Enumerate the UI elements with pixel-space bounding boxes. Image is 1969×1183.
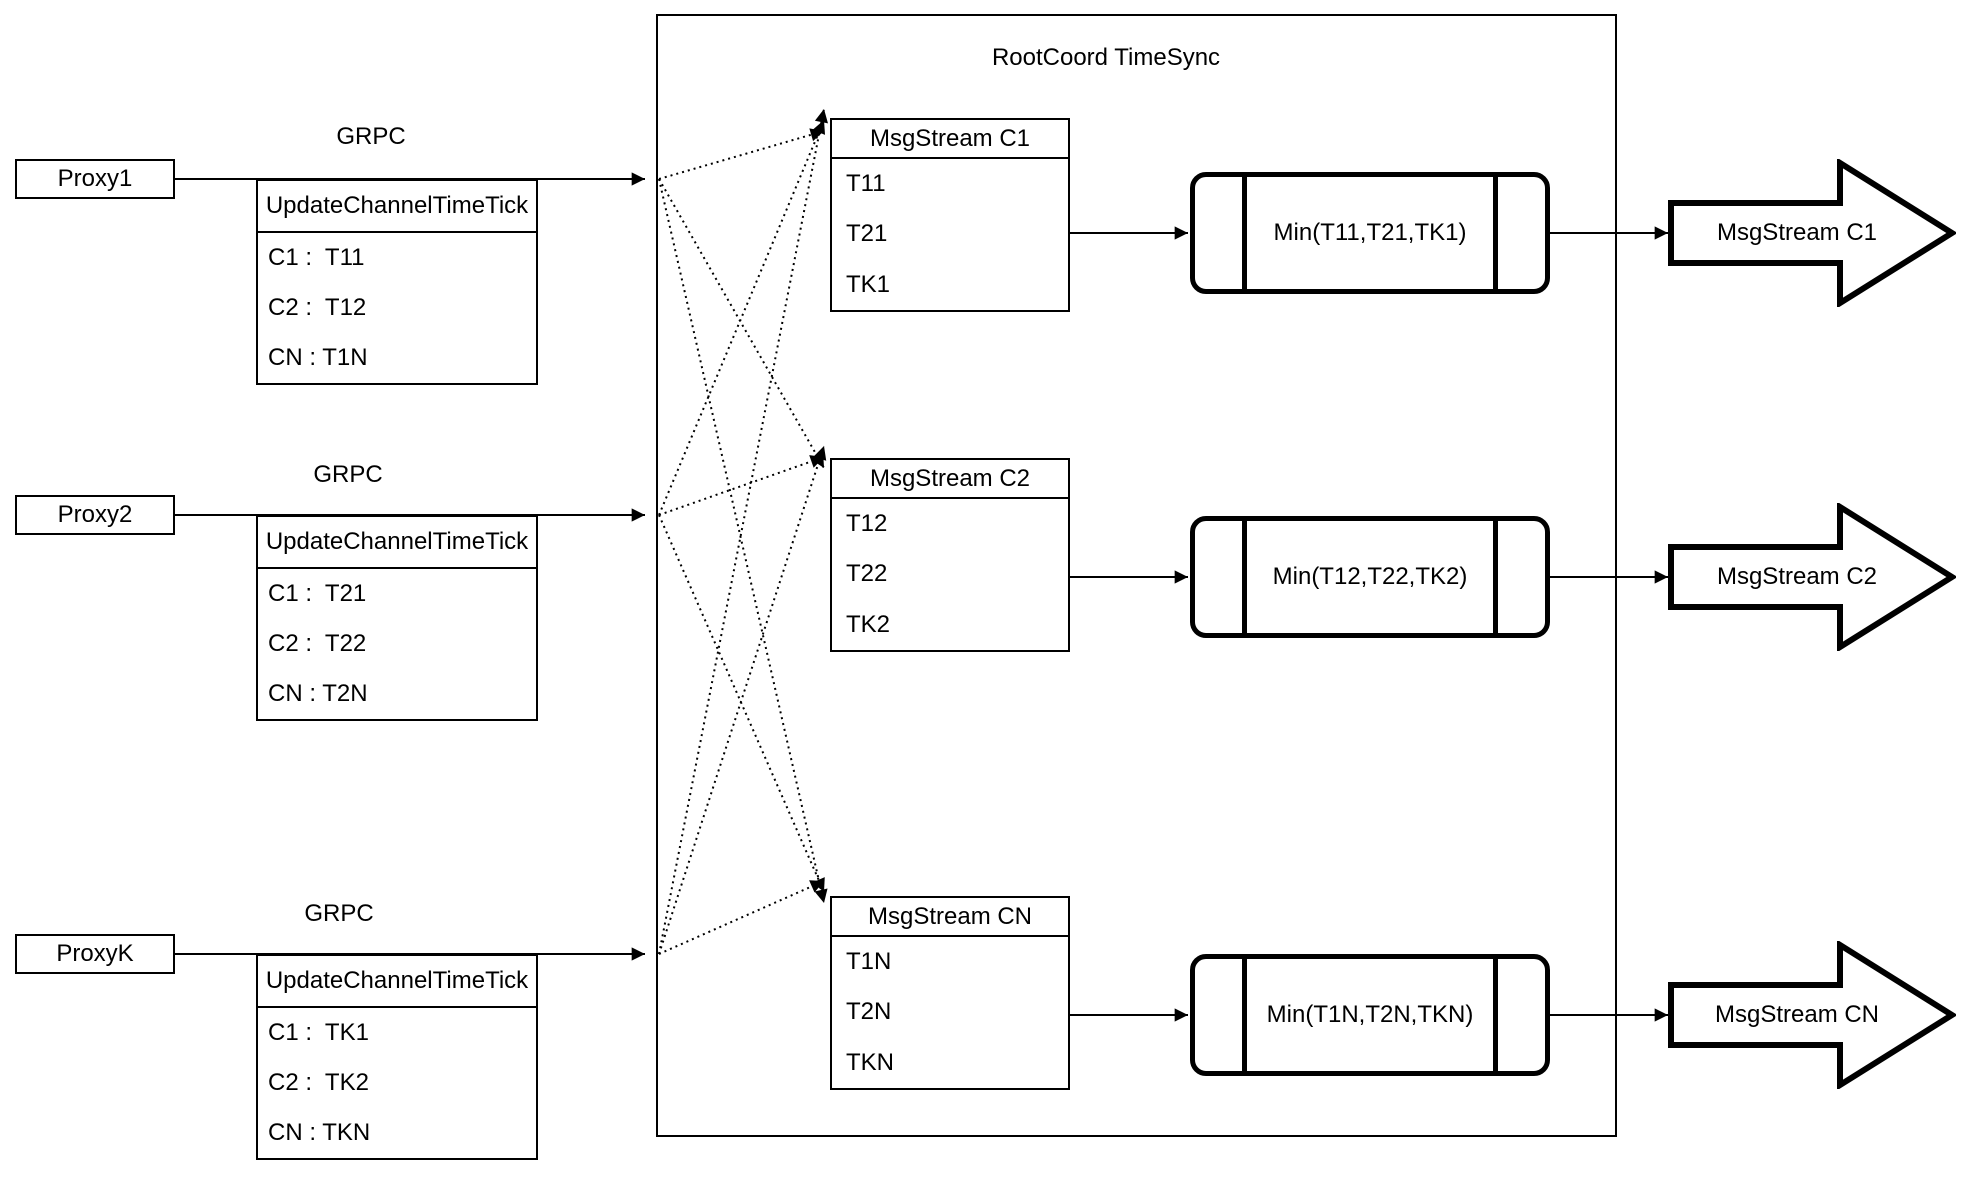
timetick-row: C2 : T12 (268, 294, 367, 321)
min-process-box-2: Min(T12,T22,TK2) (1190, 516, 1550, 638)
output-arrow-label: MsgStream C1 (1716, 219, 1878, 246)
grpc-label-1: GRPC (301, 124, 441, 150)
output-arrow-n: MsgStream CN (1668, 941, 1956, 1089)
min-process-box-n: Min(T1N,T2N,TKN) (1190, 954, 1550, 1076)
timestamp-row: T1N (846, 948, 892, 976)
timetick-table-header: UpdateChannelTimeTick (258, 956, 536, 1008)
proxy-label: Proxy1 (57, 165, 133, 192)
timestamp-row: T21 (846, 220, 888, 248)
msgstream-header: MsgStream C1 (832, 120, 1068, 159)
min-label: Min(T11,T21,TK1) (1273, 219, 1467, 246)
timetick-table-2: UpdateChannelTimeTick C1 : T21 C2 : T22 … (256, 515, 538, 721)
output-arrow-label: MsgStream C2 (1716, 563, 1878, 590)
timetick-row: C2 : TK2 (268, 1069, 369, 1096)
timetick-table-1: UpdateChannelTimeTick C1 : T11 C2 : T12 … (256, 179, 538, 385)
timetick-row: CN : T2N (268, 680, 368, 707)
timestamp-row: T12 (846, 510, 888, 538)
timetick-row: CN : TKN (268, 1119, 371, 1146)
output-arrow-1: MsgStream C1 (1668, 159, 1956, 307)
grpc-label-2: GRPC (278, 462, 418, 488)
msgstream-box-2: MsgStream C2 T12 T22 TK2 (830, 458, 1070, 652)
timetick-table-header: UpdateChannelTimeTick (258, 517, 536, 569)
timestamp-row: TK2 (846, 610, 891, 638)
block-arrow-icon (1668, 159, 1956, 307)
proxy-label: ProxyK (56, 940, 134, 967)
min-label: Min(T1N,T2N,TKN) (1266, 1001, 1474, 1028)
rootcoord-title: RootCoord TimeSync (991, 44, 1221, 71)
timestamp-row: TKN (846, 1048, 894, 1076)
msgstream-box-1: MsgStream C1 T11 T21 TK1 (830, 118, 1070, 312)
timetick-row: C1 : TK1 (268, 1019, 369, 1046)
grpc-label-3: GRPC (269, 901, 409, 927)
timetick-row: C1 : T21 (268, 580, 367, 607)
timetick-row: C2 : T22 (268, 630, 367, 657)
timetick-row: C1 : T11 (268, 244, 365, 271)
proxy-box-k: ProxyK (15, 934, 175, 974)
timestamp-row: T11 (846, 170, 886, 198)
min-label: Min(T12,T22,TK2) (1272, 563, 1468, 590)
proxy-label: Proxy2 (57, 501, 133, 528)
timetick-table-header: UpdateChannelTimeTick (258, 181, 536, 233)
msgstream-header: MsgStream CN (832, 898, 1068, 937)
msgstream-header: MsgStream C2 (832, 460, 1068, 499)
timetick-table-3: UpdateChannelTimeTick C1 : TK1 C2 : TK2 … (256, 954, 538, 1160)
proxy-box-2: Proxy2 (15, 495, 175, 535)
min-process-box-1: Min(T11,T21,TK1) (1190, 172, 1550, 294)
block-arrow-icon (1668, 941, 1956, 1089)
timestamp-row: T22 (846, 560, 888, 588)
timestamp-row: T2N (846, 998, 892, 1026)
msgstream-box-n: MsgStream CN T1N T2N TKN (830, 896, 1070, 1090)
block-arrow-icon (1668, 503, 1956, 651)
timetick-row: CN : T1N (268, 344, 368, 371)
timestamp-row: TK1 (846, 270, 891, 298)
output-arrow-label: MsgStream CN (1714, 1001, 1880, 1028)
proxy-box-1: Proxy1 (15, 159, 175, 199)
output-arrow-2: MsgStream C2 (1668, 503, 1956, 651)
